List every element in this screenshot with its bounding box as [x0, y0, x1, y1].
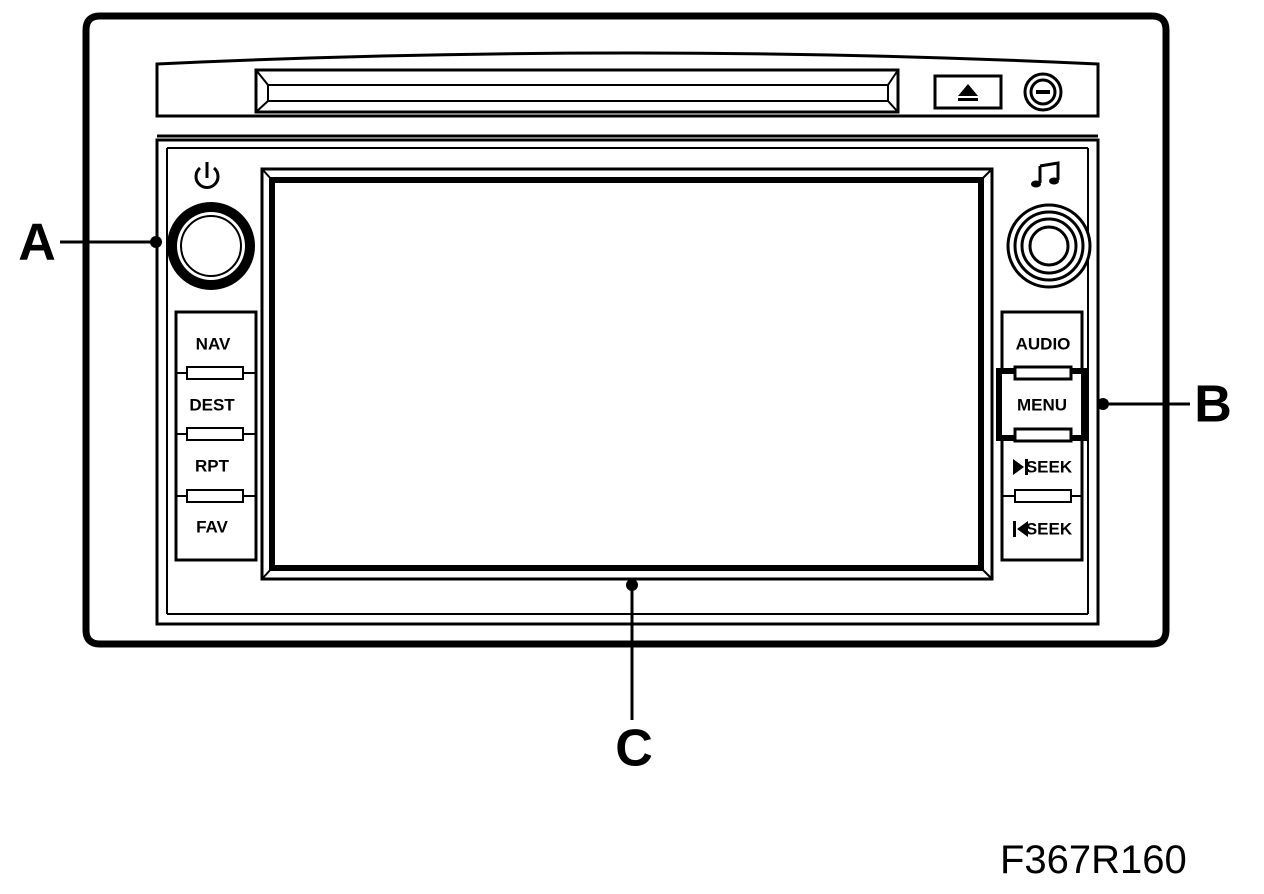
disc-slot-panel — [155, 51, 1100, 138]
menu-button[interactable]: MENU — [996, 365, 1087, 443]
figure-id: F367R160 — [1000, 838, 1187, 882]
audio-button-label: AUDIO — [1016, 334, 1071, 353]
fav-button-label: FAV — [196, 517, 228, 536]
nav-button-label: NAV — [196, 334, 231, 353]
callout-b: B — [1097, 376, 1232, 434]
callout-a: A — [18, 214, 162, 272]
fav-button[interactable]: FAV — [196, 517, 228, 536]
button-divider — [176, 366, 256, 380]
callout-c-label: C — [615, 720, 653, 778]
seek-next-button[interactable]: SEEK — [1013, 457, 1073, 476]
eject-button[interactable] — [933, 74, 1003, 110]
seek-next-icon — [1013, 459, 1028, 475]
aux-round-button[interactable] — [1023, 72, 1063, 112]
seek-previous-icon — [1013, 521, 1028, 537]
eject-icon — [958, 84, 978, 101]
button-divider — [176, 427, 256, 441]
callout-a-label: A — [18, 214, 56, 272]
left-button-panel: NAV DEST RPT FAV — [174, 310, 258, 562]
dest-button[interactable]: DEST — [189, 395, 235, 414]
callout-b-label: B — [1194, 376, 1232, 434]
seek-previous-button[interactable]: SEEK — [1013, 519, 1073, 538]
nav-button[interactable]: NAV — [196, 334, 231, 353]
rpt-button[interactable]: RPT — [195, 456, 230, 475]
seek-next-button-label: SEEK — [1026, 457, 1073, 476]
button-divider — [176, 489, 256, 503]
audio-button[interactable]: AUDIO — [1016, 334, 1071, 353]
face-panel — [155, 138, 1100, 626]
menu-button-label: MENU — [1017, 395, 1067, 414]
tune-knob[interactable] — [1006, 203, 1092, 289]
power-icon — [194, 162, 220, 189]
callout-c: C — [615, 579, 653, 778]
dest-button-label: DEST — [189, 395, 235, 414]
rpt-button-label: RPT — [195, 456, 230, 475]
button-divider — [1002, 489, 1082, 503]
right-button-panel: AUDIO MENU SEEK SEEK — [996, 310, 1087, 562]
music-note-icon — [1031, 161, 1060, 188]
touch-screen-display[interactable] — [260, 167, 994, 581]
power-volume-knob[interactable] — [167, 202, 255, 290]
seek-previous-button-label: SEEK — [1026, 519, 1073, 538]
